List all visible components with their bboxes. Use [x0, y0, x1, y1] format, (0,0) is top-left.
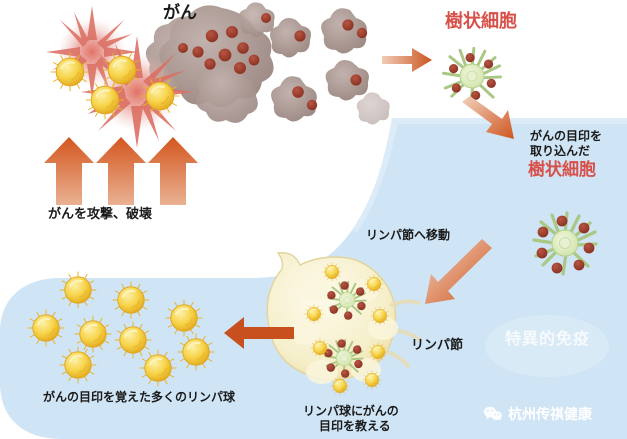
label-many-lymphocytes: がんの目印を覚えた多くのリンパ球: [43, 390, 236, 404]
lymph-node: [266, 252, 422, 396]
watermark-ellipse: [485, 315, 609, 377]
watermark-specific-immunity: 特異的免疫: [505, 331, 591, 348]
arrow-into-blue-field: [462, 96, 514, 139]
label-teach-lymphocytes-line1: リンパ球にがんの: [303, 404, 399, 418]
label-attack-destroy: がんを攻撃、破壊: [48, 206, 153, 221]
label-took-in-marker-line2: 取り込んだ: [530, 144, 591, 158]
upward-attack-arrows: [44, 137, 198, 205]
brand-watermark: 杭州传祺健康: [483, 404, 592, 424]
dendritic-cell-loaded: [532, 211, 598, 276]
label-took-in-marker-line1: がんの目印を: [530, 129, 603, 143]
arrow-to-dendritic-cell: [382, 48, 432, 72]
label-dendritic-cell-right: 樹状細胞: [528, 160, 596, 179]
dendritic-cell-in-node-upper: [327, 281, 367, 320]
label-cancer: がん: [163, 3, 197, 22]
attack-burst-group: [46, 6, 193, 148]
free-cancer-cells: [238, 2, 390, 125]
label-move-to-lymph-node: リンパ節へ移動: [366, 228, 451, 242]
label-lymph-node: リンパ節: [411, 337, 464, 352]
brand-name: 杭州传祺健康: [508, 406, 592, 422]
label-dendritic-cell-top: 樹状細胞: [445, 11, 517, 31]
arrow-to-lymphocyte-field: [224, 317, 294, 349]
dendritic-cell-top: [442, 46, 502, 106]
arrow-to-lymph-node: [425, 239, 492, 304]
wechat-icon: [483, 406, 502, 422]
dendritic-cell-in-node-lower: [324, 339, 364, 378]
label-teach-lymphocytes-line2: 目印を教える: [319, 419, 391, 433]
